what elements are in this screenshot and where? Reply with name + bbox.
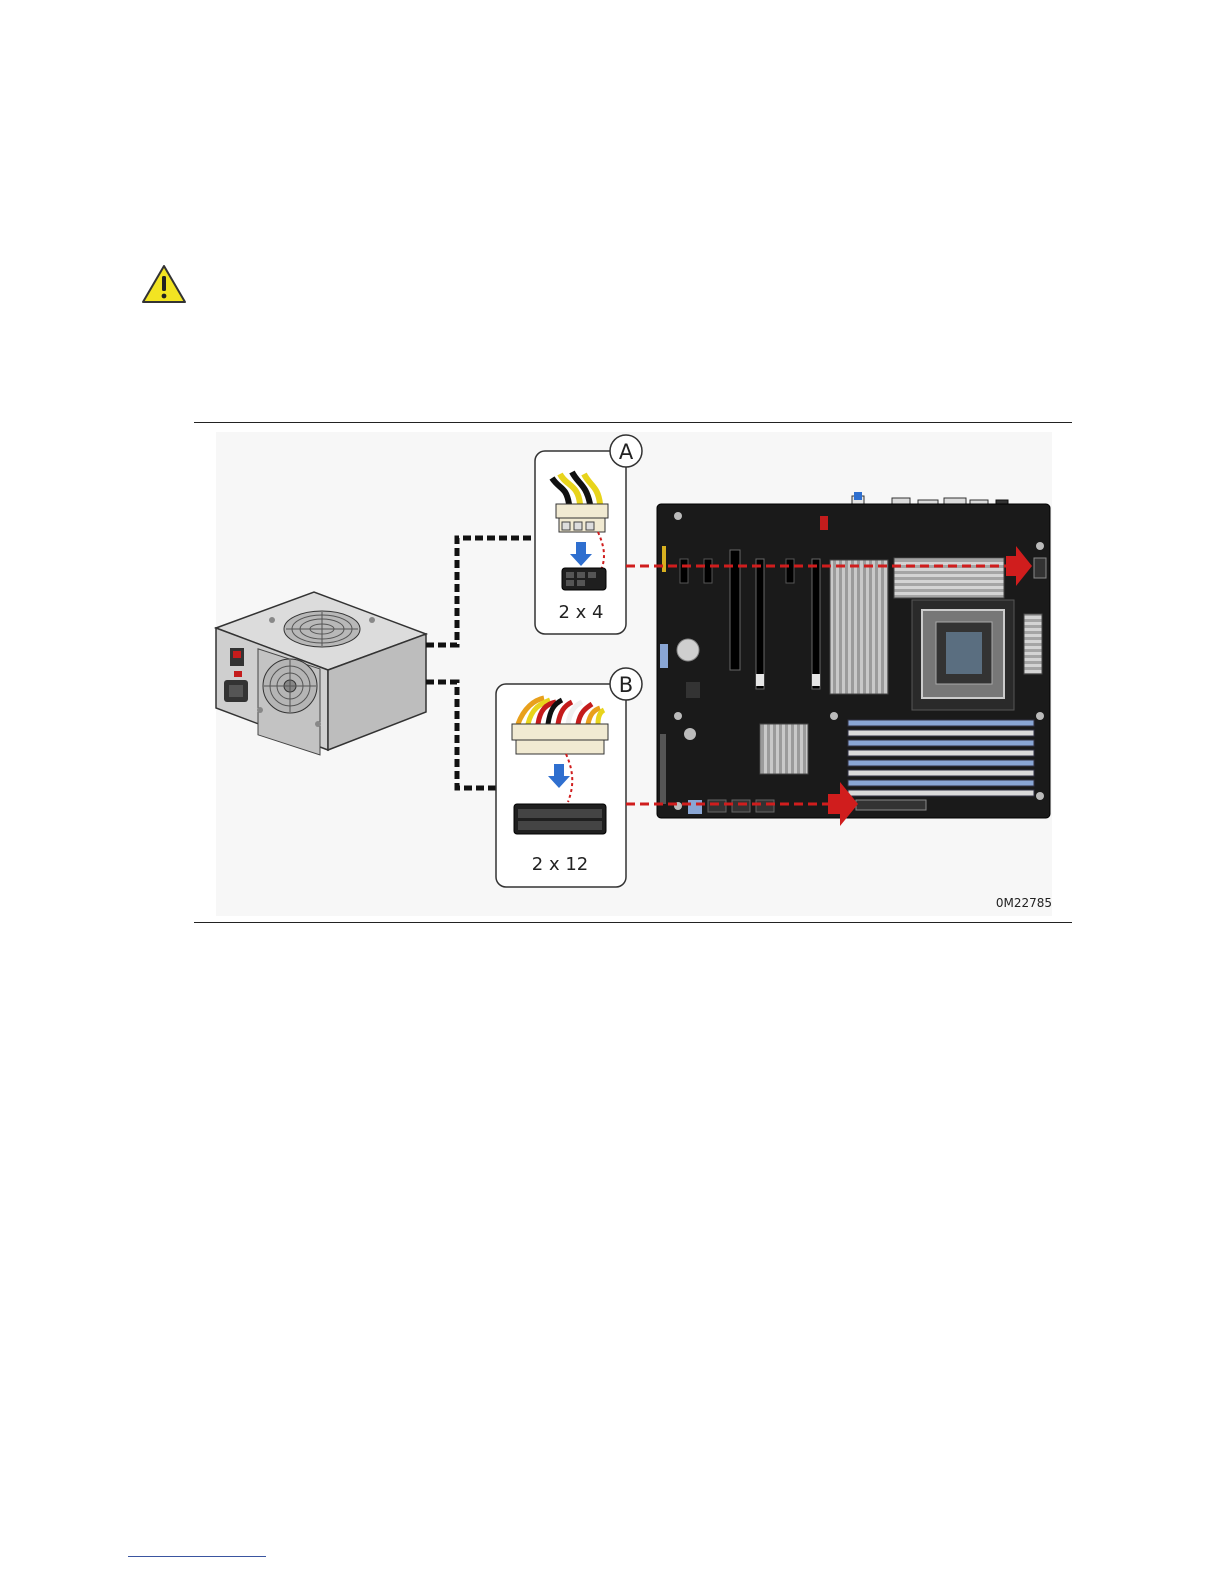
figure-top-rule [194,422,1072,423]
callout-b-size-label: 2 x 12 [532,854,588,875]
callout-a-size-label: 2 x 4 [559,602,604,623]
figure-bottom-rule [194,922,1072,923]
motherboard-icon [657,492,1050,818]
callout-a-letter: A [619,440,634,464]
figure-code: 0M22785 [996,896,1052,910]
warning-triangle-icon [141,264,187,304]
power-connector-figure: A 2 x 4 B 2 x 12 [194,424,1072,921]
footnote-separator [128,1556,266,1557]
callout-b-letter: B [619,673,633,697]
